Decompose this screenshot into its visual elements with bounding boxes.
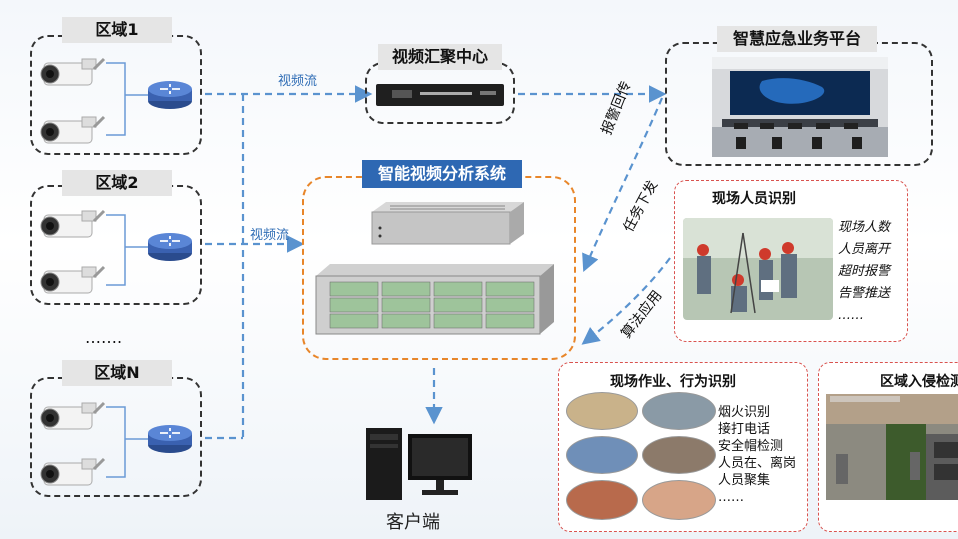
video-hub-title: 视频汇聚中心 [378,44,502,70]
intrusion-photo [826,394,958,500]
personnel-item: 超时报警 [838,264,891,279]
intrusion-panel-clip: 区域入侵检测 [818,362,958,532]
camera-icon [39,265,106,295]
personnel-photo [683,218,833,320]
behavior-item: 安全帽检测 [718,439,784,454]
behavior-photo [642,480,716,520]
client-computer-icon [366,428,472,500]
behavior-items: 烟火识别 接打电话 安全帽检测 人员在、离岗 人员聚集 …… [718,404,808,506]
router-icon [147,424,193,454]
behavior-photo [566,392,638,430]
personnel-item: 人员离开 [838,242,891,257]
zone-1-label: 区域1 [62,17,172,43]
behavior-photo [566,436,638,474]
personnel-item: 现场人数 [838,220,891,235]
control-room-image [712,57,888,157]
behavior-photo [566,480,638,520]
personnel-item: …… [838,308,864,323]
personnel-items: 现场人数 人员离开 超时报警 告警推送 …… [838,217,908,327]
router-icon [147,80,193,110]
ai-system-title: 智能视频分析系统 [362,160,522,188]
behavior-item: 人员聚集 [718,473,771,488]
behavior-photo [642,436,716,474]
zone-n-label: 区域N [62,360,172,386]
server-icon [315,202,554,335]
video-stream-label-2: 视频流 [250,228,290,243]
behavior-item: 烟火识别 [718,405,771,420]
client-label: 客户端 [386,512,440,533]
camera-icon [39,115,106,145]
router-icon [147,232,193,262]
behavior-item: …… [718,490,744,505]
behavior-panel-title: 现场作业、行为识别 [610,374,736,390]
flow-line-task [582,97,664,273]
camera-icon [39,57,106,87]
behavior-item: 接打电话 [718,422,771,437]
personnel-item: 告警推送 [838,286,891,301]
behavior-item: 人员在、离岗 [718,456,797,471]
camera-icon [39,209,106,239]
emergency-platform-title: 智慧应急业务平台 [717,26,877,52]
behavior-photo [642,392,716,430]
zones-ellipsis: ……. [85,328,123,347]
personnel-panel-title: 现场人员识别 [712,191,796,207]
zone-2-label: 区域2 [62,170,172,196]
camera-icon [39,401,106,431]
video-hub-device-icon [376,84,504,106]
video-stream-label-1: 视频流 [278,74,318,89]
zone-devices [39,57,193,487]
intrusion-panel-title: 区域入侵检测 [880,374,958,390]
camera-icon [39,457,106,487]
